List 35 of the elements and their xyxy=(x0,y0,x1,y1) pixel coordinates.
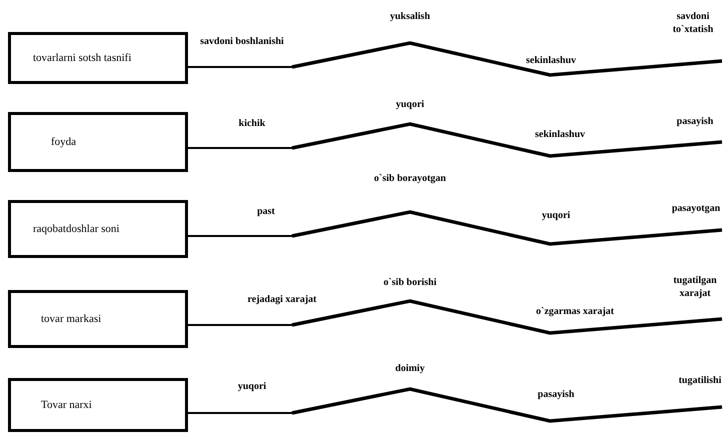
box-label: tovar markasi xyxy=(41,313,102,325)
connector-line xyxy=(188,66,292,68)
stage-label: o`sib borayotgan xyxy=(373,173,447,186)
connector-line xyxy=(188,147,292,149)
label-box xyxy=(8,200,188,258)
stage-label: pasayish xyxy=(536,389,576,402)
stage-label: pasayish xyxy=(676,116,714,128)
box-label: tovarlarni sotsh tasnifi xyxy=(33,52,132,64)
stage-label: savdoni boshlanishi xyxy=(199,36,285,48)
stage-label: o`sib borishi xyxy=(382,277,438,290)
stage-label: doimiy xyxy=(394,363,426,376)
stage-label: yuqori xyxy=(540,210,572,222)
stage-label: pasayotgan xyxy=(670,203,722,216)
label-box xyxy=(8,32,188,84)
stage-label: savdoni to`xtatish xyxy=(672,11,714,36)
stage-label: tugatilishi xyxy=(678,375,722,388)
label-box xyxy=(8,290,188,348)
connector-line xyxy=(188,235,292,237)
connector-line xyxy=(188,412,292,414)
stage-label: kichik xyxy=(238,118,266,130)
stage-label: tugatilgan xarajat xyxy=(672,275,718,300)
stage-label: yuqori xyxy=(236,381,268,394)
label-box xyxy=(8,378,188,432)
stage-label: yuksalish xyxy=(388,11,432,24)
box-label: raqobatdoshlar soni xyxy=(33,223,120,235)
stage-label: yuqori xyxy=(394,99,426,112)
stage-label: past xyxy=(256,206,276,218)
label-box xyxy=(8,112,188,172)
stage-label: o`zgarmas xarajat xyxy=(534,306,616,318)
stage-label: sekinlashuv xyxy=(534,129,586,142)
stage-label: sekinlashuv xyxy=(524,55,578,68)
stage-label: rejadagi xarajat xyxy=(246,294,318,306)
box-label: Tovar narxi xyxy=(41,399,92,411)
box-label: foyda xyxy=(51,136,76,148)
connector-line xyxy=(188,324,292,326)
